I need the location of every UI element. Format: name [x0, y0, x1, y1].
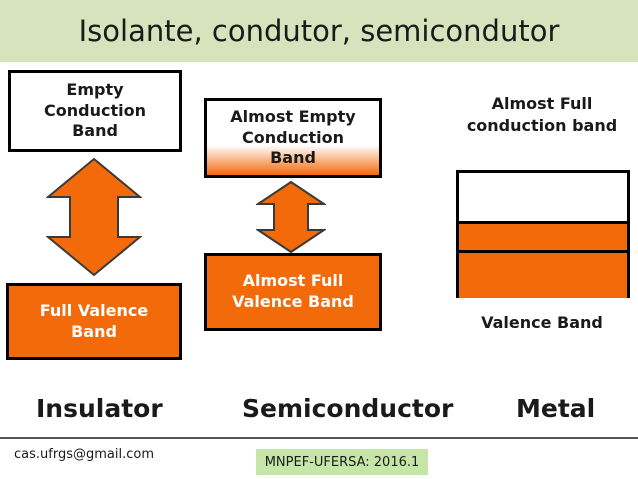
semiconductor-label: Semiconductor: [242, 394, 454, 423]
insulator-valence-band: Full Valence Band: [6, 283, 182, 360]
footer-email: cas.ufrgs@gmail.com: [14, 447, 154, 462]
footer-credit: MNPEF-UFERSA: 2016.1: [256, 449, 428, 475]
footer-credit-label: MNPEF-UFERSA: 2016.1: [264, 454, 420, 470]
metal-empty-region: [459, 173, 627, 224]
metal-valence-band-fill: [459, 253, 627, 298]
metal-conduction-band-fill: [459, 224, 627, 253]
insulator-valence-band-label: Full Valence Band: [39, 300, 149, 341]
semiconductor-conduction-band-label: Almost Empty Conduction Band: [230, 106, 356, 168]
semiconductor-valence-band: Almost Full Valence Band: [204, 253, 382, 331]
semiconductor-gap-arrow: [256, 180, 326, 254]
insulator-label: Insulator: [36, 394, 163, 423]
semiconductor-conduction-band: Almost Empty Conduction Band: [204, 98, 382, 178]
insulator-gap-arrow: [46, 157, 142, 277]
semiconductor-valence-band-label: Almost Full Valence Band: [232, 271, 354, 311]
insulator-conduction-band-label: Empty Conduction Band: [44, 79, 146, 141]
metal-conduction-label: Almost Full conduction band: [466, 94, 618, 135]
metal-band-stack: [456, 170, 630, 298]
metal-label: Metal: [516, 394, 596, 423]
insulator-conduction-band: Empty Conduction Band: [8, 70, 182, 152]
footer-divider: [0, 437, 638, 439]
metal-valence-label: Valence Band: [481, 313, 603, 332]
slide-title: Isolante, condutor, semicondutor: [78, 14, 560, 48]
title-bar: [0, 0, 638, 62]
